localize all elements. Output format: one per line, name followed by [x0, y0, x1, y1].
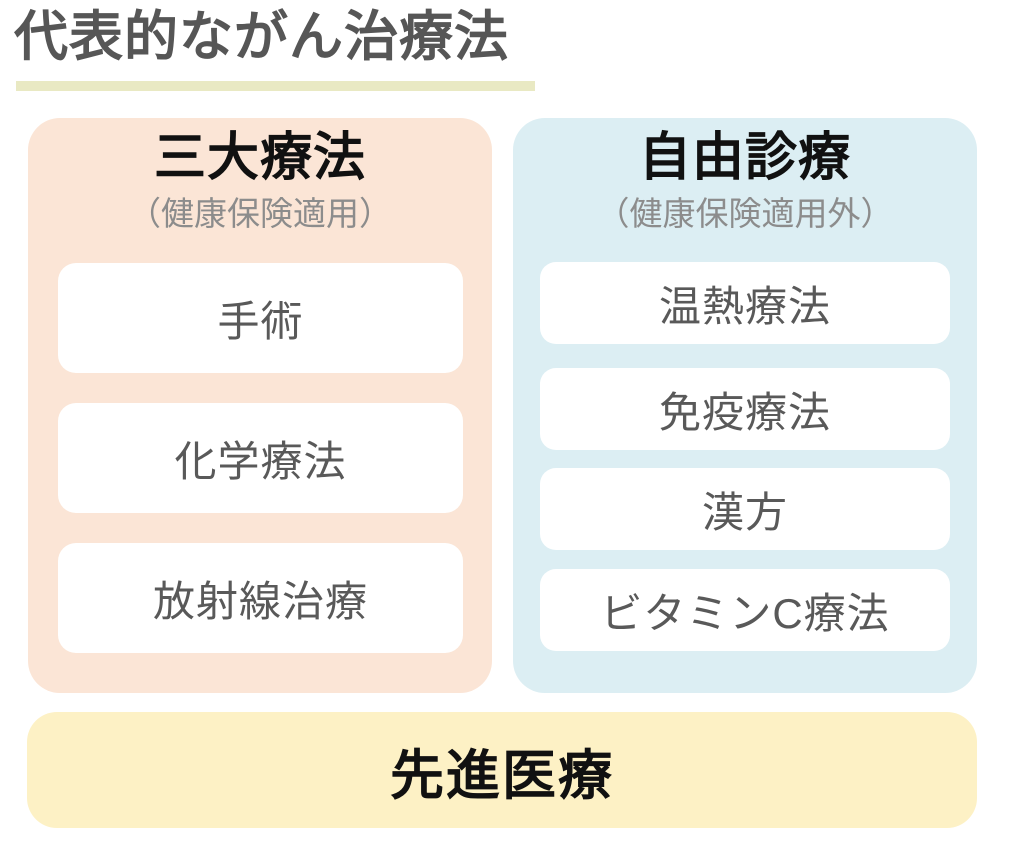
panel-subtitle-insurance-covered: （健康保険適用） — [128, 195, 392, 232]
title-underline — [16, 81, 535, 91]
panel-subtitle-not-insurance-covered: （健康保険適用外） — [596, 195, 894, 232]
treatment-item-kampo: 漢方 — [540, 468, 950, 550]
footer-label-advanced-medical-care: 先進医療 — [390, 745, 614, 806]
panel-advanced-medical-care: 先進医療 — [27, 712, 977, 828]
panel-free-medical-care: 自由診療 （健康保険適用外） 温熱療法 免疫療法 漢方 ビタミンC療法 — [513, 118, 977, 693]
treatment-item-immunotherapy: 免疫療法 — [540, 368, 950, 450]
treatment-item-surgery: 手術 — [58, 263, 463, 373]
panel-title-free-medical-care: 自由診療 — [638, 129, 851, 187]
panel-title-three-major-therapies: 三大療法 — [153, 129, 366, 187]
page-title: 代表的ながん治療法 — [14, 7, 509, 67]
panel-three-major-therapies: 三大療法 （健康保険適用） 手術 化学療法 放射線治療 — [28, 118, 492, 693]
treatment-item-hyperthermia: 温熱療法 — [540, 262, 950, 344]
treatment-item-vitamin-c-therapy: ビタミンC療法 — [540, 569, 950, 651]
treatment-item-radiation-therapy: 放射線治療 — [58, 543, 463, 653]
treatment-item-chemotherapy: 化学療法 — [58, 403, 463, 513]
